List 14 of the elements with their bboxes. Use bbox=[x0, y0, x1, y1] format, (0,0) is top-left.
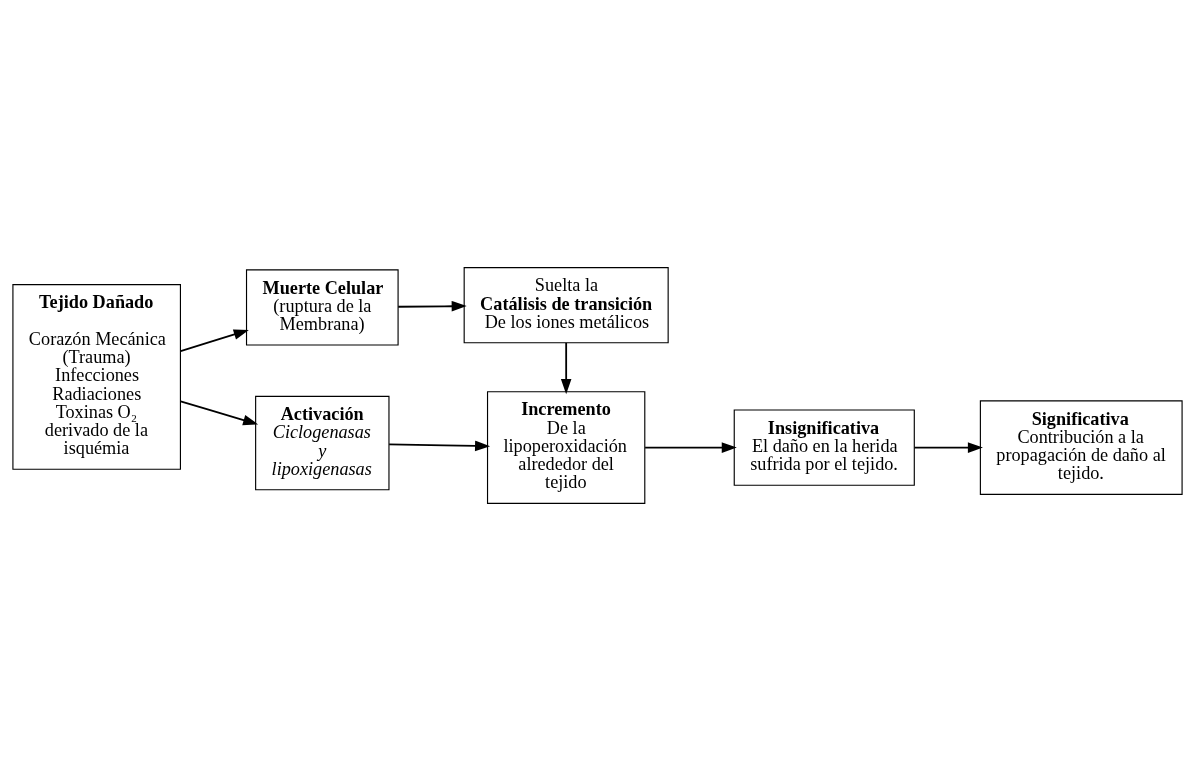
node-box: Tejido Dañado Corazón Mecánica (Trauma) Infecciones Radiaciones Toxinas O₂ derivado de la isquémia bbox=[12, 283, 181, 470]
node-box: Activación Ciclogenasas y lipoxigenasas bbox=[255, 395, 390, 490]
node-box: Significativa Contribución a la propagación de daño al tejido. bbox=[979, 399, 1183, 495]
node-box: Suelta la Catálisis de transición De los iones metálicos bbox=[463, 266, 669, 343]
arrow bbox=[397, 300, 467, 311]
arrow bbox=[388, 440, 491, 451]
node-box: Muerte Celular (ruptura de la Membrana) bbox=[245, 268, 399, 346]
arrow bbox=[560, 341, 572, 394]
arrow bbox=[644, 441, 737, 453]
arrow bbox=[179, 328, 249, 352]
arrow bbox=[913, 441, 983, 453]
node-box: Insignificativa El daño en la herida sufrida por el tejido. bbox=[733, 408, 915, 486]
arrow bbox=[179, 400, 259, 425]
node-box: Incremento De la lipoperoxidación alrededor del tejido bbox=[486, 390, 646, 504]
